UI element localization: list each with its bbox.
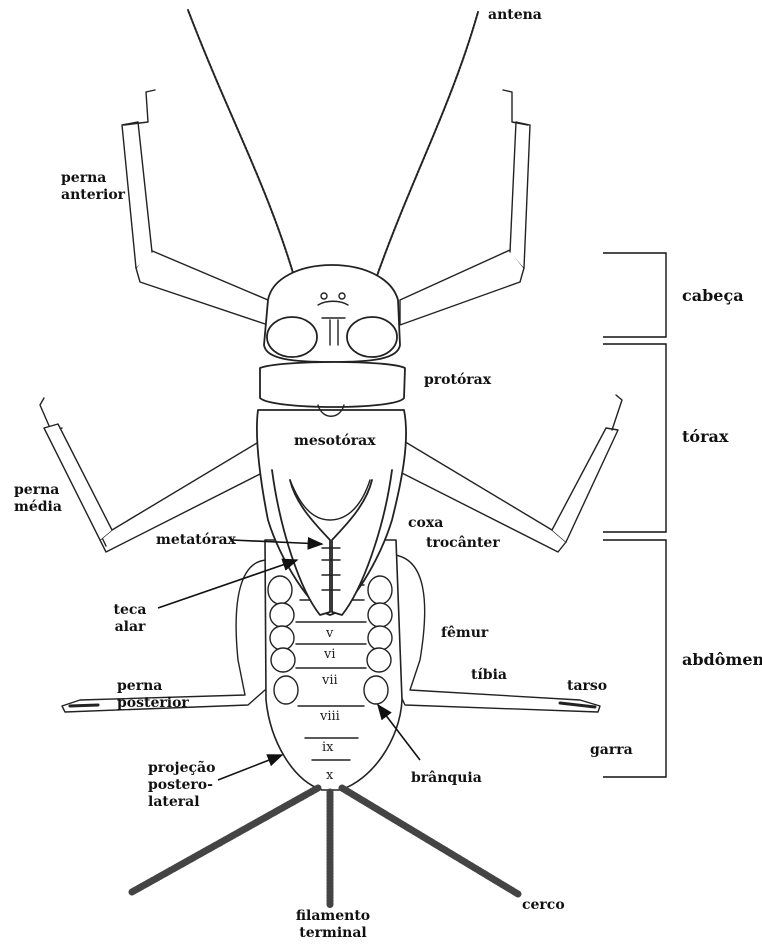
label-metatorax: metatórax: [156, 532, 236, 549]
segment-viii: viii: [320, 709, 340, 724]
label-cerco: cerco: [522, 897, 565, 914]
segment-v: v: [326, 626, 333, 641]
cercus-right: [342, 788, 518, 894]
segment-x: x: [326, 768, 333, 783]
bracket-cabeca: [603, 253, 666, 337]
region-cabeca: cabeça: [682, 287, 744, 304]
segment-vi: vi: [324, 647, 336, 662]
label-trocanter: trocânter: [426, 535, 500, 552]
label-branquia: brânquia: [411, 770, 482, 787]
segment-vii: vii: [322, 673, 338, 688]
arrow-projecao: [218, 755, 282, 780]
label-mesotorax: mesotórax: [294, 433, 376, 450]
region-torax: tórax: [682, 428, 728, 445]
front-leg-left: [136, 250, 268, 325]
segment-ix: ix: [322, 740, 334, 755]
label-tarso: tarso: [567, 678, 607, 695]
label-garra: garra: [590, 742, 633, 759]
antenna-right: [372, 12, 478, 290]
region-abdomen: abdômen: [682, 651, 762, 668]
label-antena: antena: [488, 7, 542, 24]
front-leg-right: [400, 250, 524, 325]
label-tibia: tíbia: [471, 667, 507, 684]
label-protorax: protórax: [424, 372, 491, 389]
label-femur: fêmur: [441, 625, 488, 642]
prothorax: [260, 362, 405, 407]
antenna-left: [188, 10, 298, 290]
label-coxa: coxa: [408, 515, 443, 532]
